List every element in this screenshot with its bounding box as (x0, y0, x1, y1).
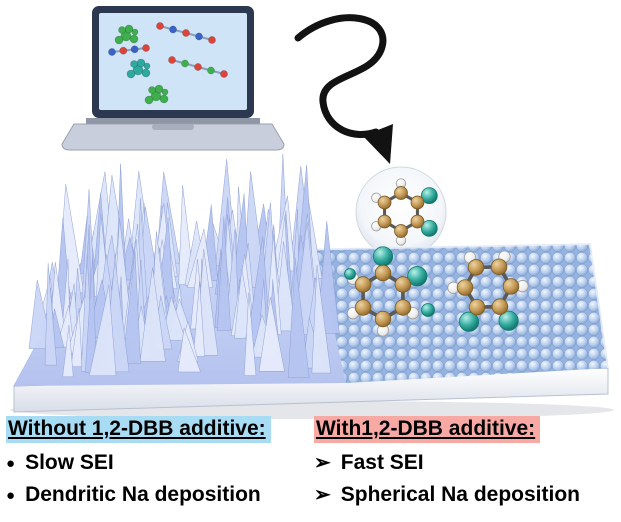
with-item-1-text: Fast SEI (340, 451, 424, 475)
dbb-molecule-badge (355, 166, 447, 258)
bullet-dot-icon: ● (6, 455, 16, 473)
surface-molecules (344, 246, 529, 337)
without-title: Without 1,2-DBB additive: (6, 416, 271, 444)
bullet-arrow-icon: ➢ (314, 452, 331, 475)
dendrite-spikes (28, 153, 340, 378)
with-item-1: ➢ Fast SEI (314, 451, 618, 475)
without-item-1: ● Slow SEI (6, 451, 308, 475)
without-panel: Without 1,2-DBB additive: ● Slow SEI ● D… (6, 416, 308, 507)
bullet-dot-icon: ● (6, 487, 16, 505)
with-panel: With1,2-DBB additive: ➢ Fast SEI ➢ Spher… (314, 416, 618, 507)
bullet-arrow-icon: ➢ (314, 484, 331, 507)
with-item-2-text: Spherical Na deposition (340, 483, 580, 507)
curved-arrow-icon (294, 14, 393, 164)
with-item-2: ➢ Spherical Na deposition (314, 483, 618, 507)
without-item-2: ● Dendritic Na deposition (6, 483, 308, 507)
laptop-icon (61, 6, 285, 151)
with-title: With1,2-DBB additive: (314, 416, 541, 444)
without-item-2-text: Dendritic Na deposition (25, 483, 261, 507)
without-item-1-text: Slow SEI (25, 451, 114, 475)
